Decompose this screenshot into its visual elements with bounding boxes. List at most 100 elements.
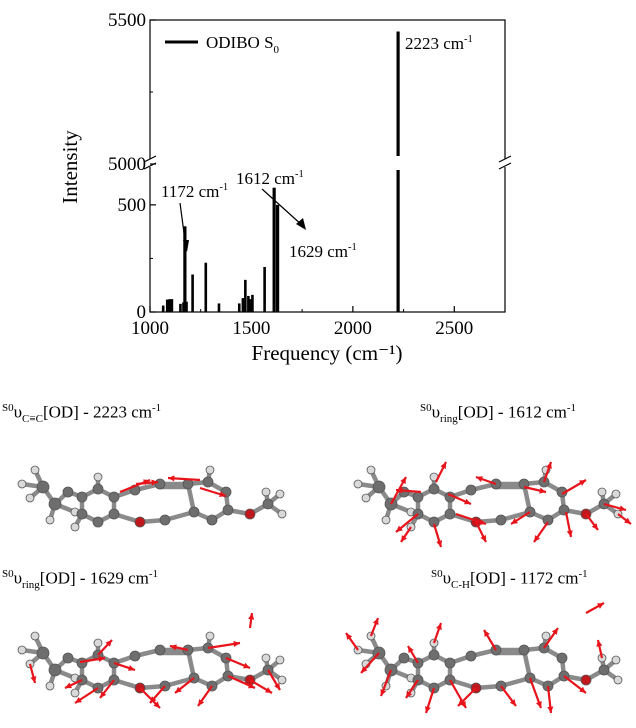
displacement-arrowhead bbox=[539, 487, 546, 494]
carbon-atom bbox=[154, 478, 166, 490]
carbon-atom bbox=[92, 483, 104, 495]
carbon-atom bbox=[108, 508, 120, 520]
displacement-arrowhead bbox=[219, 491, 226, 498]
displacement-arrowhead bbox=[591, 523, 598, 530]
hydrogen-atom bbox=[353, 479, 363, 489]
hydrogen-atom bbox=[366, 465, 376, 475]
displacement-arrowhead bbox=[458, 699, 465, 706]
mode-label-cc: S0υC≡C[OD] - 2223 cm-1 bbox=[2, 402, 162, 426]
hydrogen-atom bbox=[30, 631, 40, 641]
displacement-arrowhead bbox=[233, 640, 240, 647]
hydrogen-atom bbox=[205, 465, 215, 475]
carbon-atom bbox=[542, 514, 554, 526]
displacement-arrowhead bbox=[100, 691, 107, 698]
bar bbox=[237, 303, 241, 312]
carbon-atom bbox=[398, 652, 410, 664]
oxygen-atom bbox=[134, 516, 146, 528]
bar bbox=[275, 204, 280, 312]
carbon-atom bbox=[495, 514, 507, 526]
displacement-arrowhead bbox=[346, 633, 353, 640]
hydrogen-atom bbox=[93, 638, 103, 648]
carbon-atom bbox=[159, 514, 171, 526]
hydrogen-atom bbox=[30, 465, 40, 475]
bar bbox=[165, 299, 169, 312]
carbon-atom bbox=[48, 663, 62, 677]
displacement-arrowhead bbox=[436, 540, 443, 547]
axis-break-gap-left bbox=[146, 159, 154, 167]
carbon-atom bbox=[129, 650, 141, 662]
carbon-atom bbox=[412, 491, 424, 503]
carbon-atom bbox=[222, 504, 234, 516]
displacement-arrowhead bbox=[535, 701, 542, 708]
displacement-arrowhead bbox=[248, 613, 255, 620]
displacement-arrowhead bbox=[566, 530, 573, 537]
carbon-atom bbox=[556, 652, 568, 664]
carbon-atom bbox=[558, 504, 570, 516]
plot-frame bbox=[149, 19, 506, 313]
displacement-arrowhead bbox=[440, 462, 446, 469]
carbon-atom bbox=[92, 516, 104, 528]
annotation-1172: 1172 cm-1 bbox=[161, 182, 228, 201]
hydrogen-atom bbox=[93, 472, 103, 482]
carbon-atom bbox=[444, 657, 456, 669]
displacement-arrowhead bbox=[464, 498, 471, 505]
y-axis-label: Intensity bbox=[58, 130, 82, 204]
carbon-atom bbox=[262, 498, 274, 510]
bar bbox=[241, 298, 245, 312]
displacement-arrowhead bbox=[168, 475, 175, 482]
mode-label-ring-1612: S0υring[OD] - 1612 cm-1 bbox=[420, 402, 577, 426]
carbon-atom bbox=[62, 486, 74, 498]
carbon-atom bbox=[36, 646, 50, 660]
carbon-atom bbox=[465, 650, 477, 662]
hydrogen-atom bbox=[261, 653, 271, 663]
oxygen-atom bbox=[244, 508, 256, 520]
displacement-arrowhead bbox=[151, 479, 158, 486]
carbon-atom bbox=[465, 484, 477, 496]
hydrogen-atom bbox=[45, 515, 55, 525]
displacement-arrowhead bbox=[534, 535, 541, 542]
annotation-1612: 1612 cm-1 bbox=[236, 169, 304, 188]
displacement-arrowhead bbox=[408, 646, 414, 653]
bar bbox=[244, 279, 247, 312]
bar bbox=[161, 305, 165, 312]
annotation-1629: 1629 cm-1 bbox=[289, 242, 357, 261]
displacement-arrowhead bbox=[380, 689, 387, 696]
annotation-arrowhead-1612 bbox=[296, 218, 306, 230]
hydrogen-atom bbox=[275, 655, 285, 665]
hydrogen-atom bbox=[275, 489, 285, 499]
hydrogen-atom bbox=[613, 675, 623, 685]
hydrogen-atom bbox=[261, 487, 271, 497]
displacement-arrowhead bbox=[175, 686, 182, 693]
carbon-atom bbox=[428, 483, 440, 495]
displacement-arrowhead bbox=[551, 628, 558, 635]
bar bbox=[168, 299, 171, 312]
displacement-arrowhead bbox=[597, 603, 604, 609]
bar bbox=[170, 299, 174, 312]
hydrogen-atom bbox=[205, 631, 215, 641]
displacement-arrowhead bbox=[406, 691, 413, 698]
hydrogen-atom bbox=[611, 489, 621, 499]
displacement-arrowhead bbox=[479, 519, 486, 525]
carbon-atom bbox=[62, 652, 74, 664]
axis-break-mark bbox=[498, 155, 512, 163]
carbon-atom bbox=[372, 480, 386, 494]
displacement-arrowhead bbox=[547, 706, 554, 713]
annotation-arrow-1612 bbox=[261, 188, 304, 227]
displacement-arrowhead bbox=[396, 487, 403, 494]
bar bbox=[251, 294, 254, 312]
hydrogen-atom bbox=[611, 655, 621, 665]
displacement-arrowhead bbox=[596, 640, 603, 647]
x-tick-label: 2500 bbox=[435, 318, 473, 339]
mode-label-ch: S0υC-H[OD] - 1172 cm-1 bbox=[431, 568, 588, 592]
y-tick-label: 0 bbox=[137, 302, 147, 323]
displacement-arrowhead bbox=[372, 618, 379, 625]
carbon-atom bbox=[76, 508, 88, 520]
carbon-atom bbox=[428, 649, 440, 661]
hydrogen-atom bbox=[17, 645, 27, 655]
bar bbox=[247, 295, 250, 312]
bar bbox=[183, 226, 187, 312]
y-tick-label: 5500 bbox=[108, 10, 146, 31]
displacement-arrowhead bbox=[624, 517, 631, 524]
displacement-arrowhead bbox=[265, 687, 272, 693]
bar bbox=[249, 299, 253, 312]
